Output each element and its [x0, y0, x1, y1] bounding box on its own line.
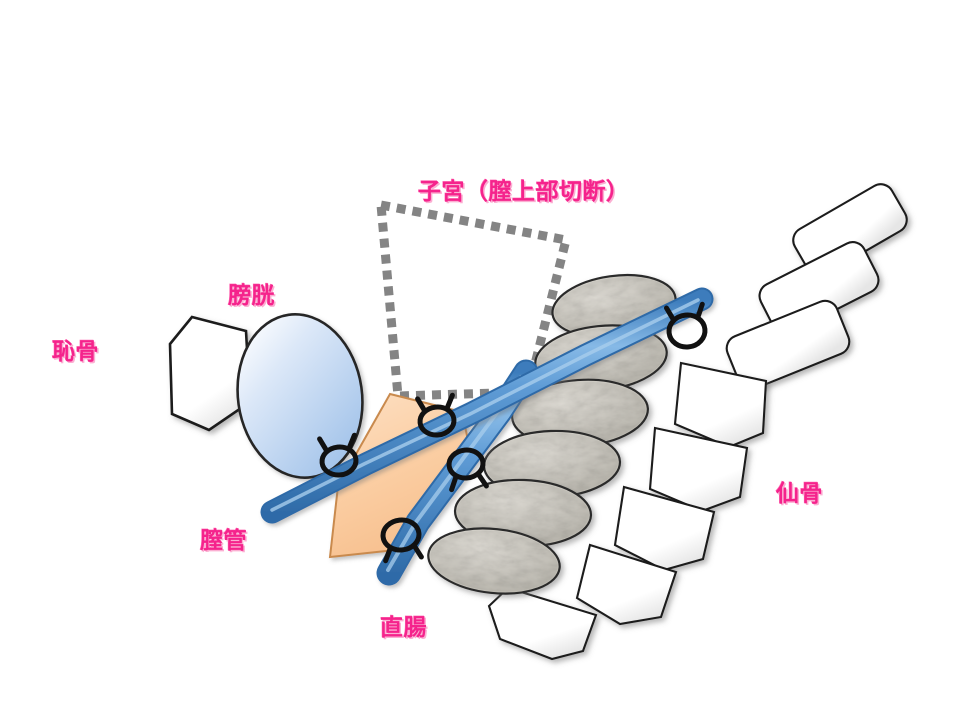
- ligature-ring: [415, 392, 457, 438]
- lumbar-vertebra: [725, 299, 851, 391]
- ligature-ring: [317, 432, 359, 478]
- ligature-rings-group: [317, 301, 708, 564]
- lumbar-vertebrae-group: [725, 183, 908, 391]
- ligature-ring: [380, 517, 424, 564]
- sacral-segments-group: [487, 361, 768, 661]
- sacral-segment: [673, 361, 768, 449]
- sacral-segment: [648, 426, 749, 513]
- label-pubis: 恥骨: [52, 339, 99, 365]
- label-uterus: 子宮（膣上部切断）: [418, 179, 630, 205]
- ligature-ring: [446, 447, 489, 493]
- label-sacrum: 仙骨: [776, 481, 823, 507]
- sacral-segment: [575, 543, 678, 626]
- ligature-ring: [663, 301, 708, 350]
- label-bladder: 膀胱: [228, 283, 275, 309]
- sacral-segment: [613, 485, 716, 572]
- label-rectum: 直腸: [380, 615, 427, 641]
- bladder: [236, 313, 364, 479]
- pubis-bone: [168, 315, 252, 432]
- label-vagina: 膣管: [200, 528, 247, 554]
- coccyx: [487, 586, 598, 661]
- vessel-tube: [260, 287, 714, 524]
